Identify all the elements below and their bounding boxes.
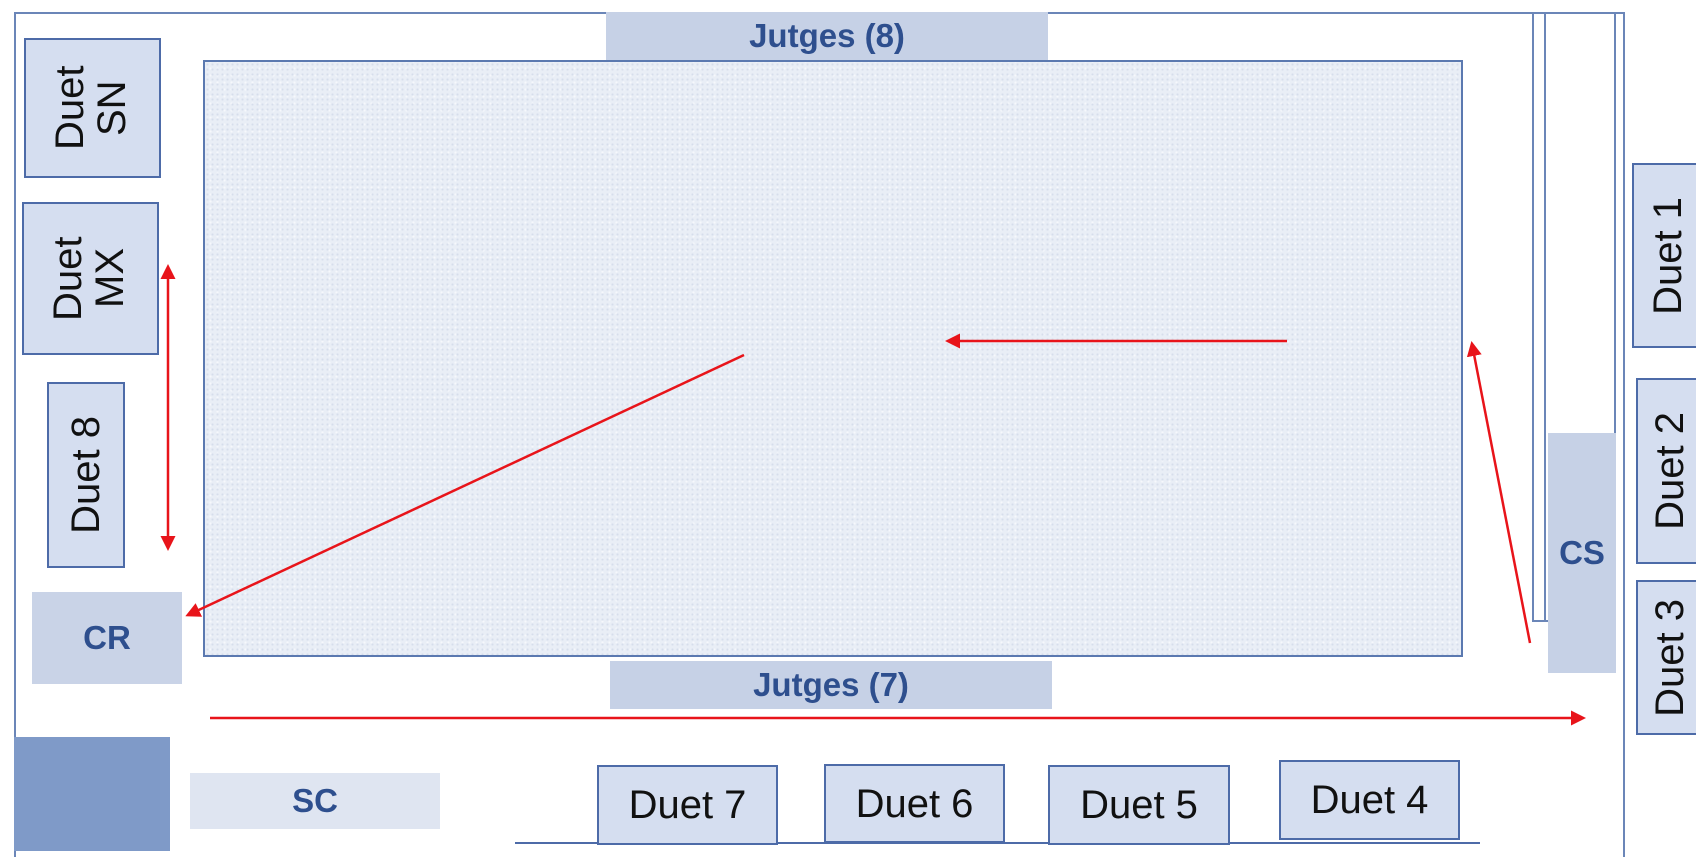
judges-bottom-label: Jutges (7) <box>753 666 909 703</box>
duet-2-box: Duet 2 <box>1636 378 1696 564</box>
right-corridor-line-1 <box>1532 12 1534 622</box>
duet-7-box: Duet 7 <box>597 765 778 845</box>
cr-box: CR <box>32 592 182 684</box>
judges-top-band: Jutges (8) <box>606 12 1048 60</box>
duet-5-label: Duet 5 <box>1080 783 1198 827</box>
arrow-diagonal-to-cr <box>185 353 745 617</box>
cs-box: CS <box>1548 433 1616 673</box>
sc-label: SC <box>292 782 338 819</box>
corner-block <box>14 737 170 851</box>
duet-5-box: Duet 5 <box>1048 765 1230 845</box>
arrow-right-side-up <box>1466 341 1532 644</box>
cs-label: CS <box>1559 534 1605 571</box>
right-corridor-line-3 <box>1614 12 1616 622</box>
duets-baseline <box>515 842 1480 844</box>
duet-7-label: Duet 7 <box>628 783 747 827</box>
duet-4-label: Duet 4 <box>1310 778 1429 822</box>
judges-top-label: Jutges (8) <box>749 17 905 54</box>
duet-4-box: Duet 4 <box>1279 760 1460 840</box>
duet-1-box: Duet 1 <box>1632 163 1696 348</box>
judges-bottom-band: Jutges (7) <box>610 661 1052 709</box>
duet-sn-box: Duet SN <box>24 38 161 178</box>
duet-3-box: Duet 3 <box>1636 580 1696 735</box>
duet-8-box: Duet 8 <box>47 382 125 568</box>
pool <box>203 60 1463 657</box>
sc-box: SC <box>190 773 440 829</box>
duet-mx-box: Duet MX <box>22 202 159 355</box>
cr-label: CR <box>83 619 131 656</box>
duet-6-box: Duet 6 <box>824 764 1005 843</box>
right-corridor-line-2 <box>1544 12 1546 622</box>
duet-6-label: Duet 6 <box>855 781 974 826</box>
